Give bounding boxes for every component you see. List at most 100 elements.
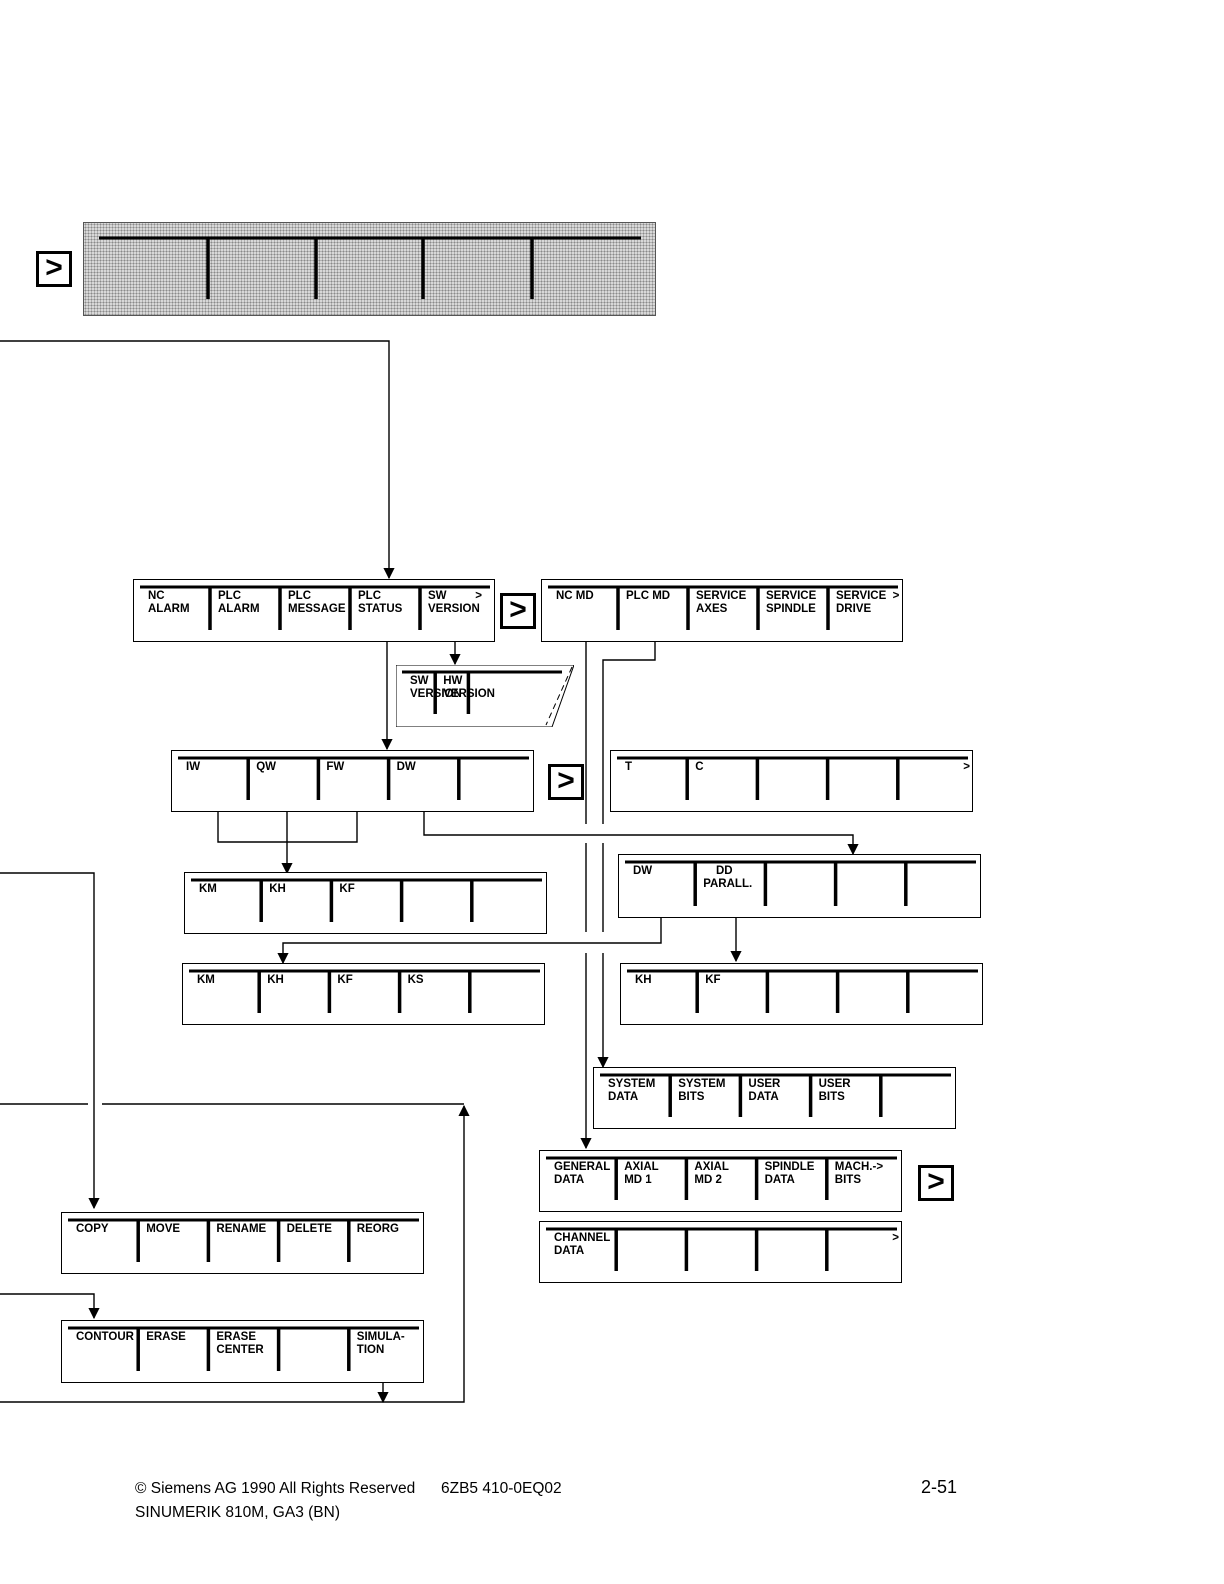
softkey-5[interactable] — [889, 1078, 951, 1130]
softkey-5[interactable] — [467, 761, 529, 813]
softkey-label: QW — [256, 761, 276, 773]
softkey-label: IW — [186, 761, 201, 773]
softkey-1[interactable]: KM — [199, 883, 261, 935]
softkey-1[interactable]: SYSTEM DATA — [608, 1078, 670, 1130]
softkey-2[interactable]: KF — [705, 974, 767, 1026]
softkey-2[interactable]: AXIAL MD 1 — [624, 1161, 686, 1213]
softkey-label: SYSTEM DATA — [608, 1078, 656, 1103]
kh-kf-softkey-menu: KH KF — [620, 963, 983, 1025]
softkey-3[interactable] — [694, 1232, 756, 1284]
softkey-2[interactable]: PLC MD — [626, 590, 688, 642]
softkey-3[interactable]: SERVICE AXES — [696, 590, 758, 642]
softkey-2[interactable]: HW VERSION — [443, 675, 495, 727]
softkey-4[interactable] — [765, 1232, 827, 1284]
softkey-label: SW > VERSION — [428, 590, 482, 615]
softkey-5[interactable]: MACH.-> BITS — [835, 1161, 897, 1213]
softkey-2[interactable]: C — [695, 761, 757, 813]
softkey-1[interactable]: T — [625, 761, 687, 813]
softkey-1[interactable]: KH — [635, 974, 697, 1026]
softkey-4[interactable]: SERVICE SPINDLE — [766, 590, 828, 642]
softkey-2[interactable]: SYSTEM BITS — [678, 1078, 740, 1130]
softkey-label: MACH.-> BITS — [834, 1161, 884, 1186]
softkey-frame — [140, 585, 490, 630]
softkey-1[interactable]: KM — [197, 974, 259, 1026]
softkey-label: SW VERSION — [410, 675, 462, 700]
softkey-5[interactable]: SW > VERSION — [428, 590, 490, 642]
softkey-label: SIMULA- TION — [356, 1331, 405, 1356]
page-number: 2-51 — [921, 1477, 958, 1497]
softkey-1[interactable]: SW VERSION — [410, 675, 462, 727]
softkey-label: PLC STATUS — [358, 590, 403, 615]
softkey-2[interactable]: MOVE — [146, 1223, 208, 1275]
softkey-1[interactable]: IW — [186, 761, 248, 813]
softkey-3[interactable] — [773, 865, 835, 917]
softkey-3[interactable]: AXIAL MD 2 — [694, 1161, 756, 1213]
footer-order-number: 6ZB5 410-0EQ02 — [441, 1480, 562, 1497]
more-softkeys-button-alarm[interactable]: > — [500, 593, 536, 629]
softkey-5[interactable]: SERVICE > DRIVE — [836, 590, 899, 642]
softkey-4[interactable]: KS — [408, 974, 470, 1026]
softkey-5[interactable] — [916, 974, 978, 1026]
softkey-3[interactable]: PLC MESSAGE — [288, 590, 350, 642]
softkey-label: FW — [326, 761, 345, 773]
softkey-4[interactable]: DW — [397, 761, 459, 813]
softkey-4[interactable]: PLC STATUS — [358, 590, 420, 642]
softkey-3[interactable]: KF — [337, 974, 399, 1026]
softkey-4[interactable] — [287, 1331, 349, 1383]
softkey-2[interactable]: DD PARALL. — [703, 865, 765, 917]
softkey-1[interactable]: DW — [633, 865, 695, 917]
more-softkeys-button-top[interactable]: > — [36, 251, 72, 287]
softkey-5[interactable]: > — [905, 761, 971, 813]
softkey-5[interactable]: > — [835, 1232, 899, 1284]
softkey-2[interactable] — [624, 1232, 686, 1284]
softkey-2[interactable]: ERASE — [146, 1331, 208, 1383]
softkey-label: KS — [407, 974, 424, 986]
softkey-3[interactable] — [765, 761, 827, 813]
softkey-4[interactable] — [410, 883, 472, 935]
softkey-4[interactable]: SPINDLE DATA — [765, 1161, 827, 1213]
softkey-label: KF — [705, 974, 721, 986]
softkey-1[interactable]: GENERAL DATA — [554, 1161, 616, 1213]
softkey-1[interactable]: NC ALARM — [148, 590, 210, 642]
softkey-label: HW VERSION — [443, 675, 495, 700]
softkey-2[interactable]: QW — [256, 761, 318, 813]
softkey-5[interactable] — [480, 883, 542, 935]
softkey-label: > — [905, 761, 971, 773]
softkey-4[interactable]: USER BITS — [819, 1078, 881, 1130]
softkey-frame — [627, 969, 978, 1013]
top-softkey-bar — [83, 222, 656, 316]
softkey-3[interactable]: USER DATA — [748, 1078, 810, 1130]
softkey-3[interactable] — [775, 974, 837, 1026]
softkey-label: CONTOUR — [76, 1331, 134, 1343]
softkey-5[interactable] — [478, 974, 540, 1026]
softkey-2[interactable]: KH — [269, 883, 331, 935]
softkey-1[interactable]: COPY — [76, 1223, 138, 1275]
softkey-4[interactable]: DELETE — [287, 1223, 349, 1275]
softkey-3[interactable]: RENAME — [216, 1223, 278, 1275]
softkey-label: PLC MESSAGE — [288, 590, 346, 615]
softkey-frame — [178, 756, 529, 800]
softkey-4[interactable] — [846, 974, 908, 1026]
softkey-2[interactable]: KH — [267, 974, 329, 1026]
softkey-5[interactable]: SIMULA- TION — [357, 1331, 419, 1383]
more-softkeys-button-general[interactable]: > — [918, 1165, 954, 1201]
softkey-1[interactable]: CONTOUR — [76, 1331, 138, 1383]
softkey-divider — [545, 666, 573, 726]
softkey-1[interactable]: NC MD — [556, 590, 618, 642]
softkey-4[interactable] — [836, 761, 898, 813]
softkey-2[interactable]: PLC ALARM — [218, 590, 280, 642]
softkey-5[interactable]: REORG — [357, 1223, 419, 1275]
softkey-label: AXIAL MD 2 — [694, 1161, 729, 1186]
softkey-3[interactable]: KF — [339, 883, 401, 935]
softkey-4[interactable] — [844, 865, 906, 917]
more-softkeys-button-operands[interactable]: > — [548, 764, 584, 800]
softkey-1[interactable]: CHANNEL DATA — [554, 1232, 616, 1284]
softkey-3[interactable]: ERASE CENTER — [216, 1331, 278, 1383]
softkey-label: MOVE — [146, 1223, 181, 1235]
softkey-5[interactable] — [914, 865, 976, 917]
channel-data-softkey-menu: CHANNEL DATA > — [539, 1221, 902, 1283]
softkey-3[interactable]: FW — [326, 761, 388, 813]
